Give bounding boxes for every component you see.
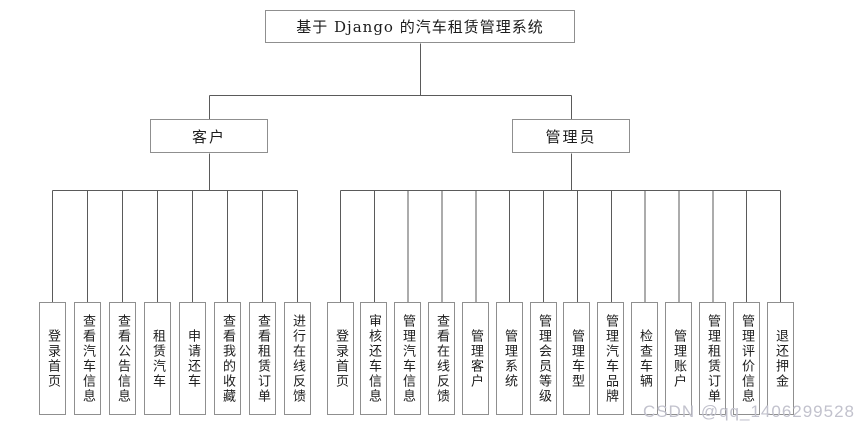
leaf-node: 管理系统 bbox=[496, 302, 523, 415]
leaf-node: 查看我的收藏 bbox=[214, 302, 241, 415]
root-node-label: 基于 Django 的汽车租赁管理系统 bbox=[296, 18, 544, 36]
leaf-node: 查看汽车信息 bbox=[74, 302, 101, 415]
leaf-node: 登录首页 bbox=[39, 302, 66, 415]
leaf-node: 管理车型 bbox=[563, 302, 590, 415]
leaf-node: 查看在线反馈 bbox=[428, 302, 455, 415]
leaf-node: 管理租赁订单 bbox=[699, 302, 726, 415]
leaf-node: 管理评价信息 bbox=[733, 302, 760, 415]
leaf-node: 租赁汽车 bbox=[144, 302, 171, 415]
root-node: 基于 Django 的汽车租赁管理系统 bbox=[265, 10, 575, 43]
leaf-node: 查看公告信息 bbox=[109, 302, 136, 415]
branch-node-admin: 管理员 bbox=[512, 119, 630, 153]
leaf-node: 管理汽车信息 bbox=[394, 302, 421, 415]
branch-node-customer: 客户 bbox=[150, 119, 268, 153]
leaf-node: 管理账户 bbox=[665, 302, 692, 415]
leaf-node: 管理客户 bbox=[462, 302, 489, 415]
leaf-node: 审核还车信息 bbox=[360, 302, 387, 415]
leaf-node: 退还押金 bbox=[767, 302, 794, 415]
branch-admin-label: 管理员 bbox=[545, 127, 597, 146]
branch-customer-label: 客户 bbox=[191, 127, 226, 146]
leaf-node: 申请还车 bbox=[179, 302, 206, 415]
watermark: CSDN @qq_1406299528 bbox=[642, 402, 855, 421]
leaf-node: 管理会员等级 bbox=[530, 302, 557, 415]
leaf-node: 管理汽车品牌 bbox=[597, 302, 624, 415]
leaf-node: 检查车辆 bbox=[631, 302, 658, 415]
leaf-node: 查看租赁订单 bbox=[249, 302, 276, 415]
leaf-node: 登录首页 bbox=[327, 302, 354, 415]
leaf-node: 进行在线反馈 bbox=[284, 302, 311, 415]
